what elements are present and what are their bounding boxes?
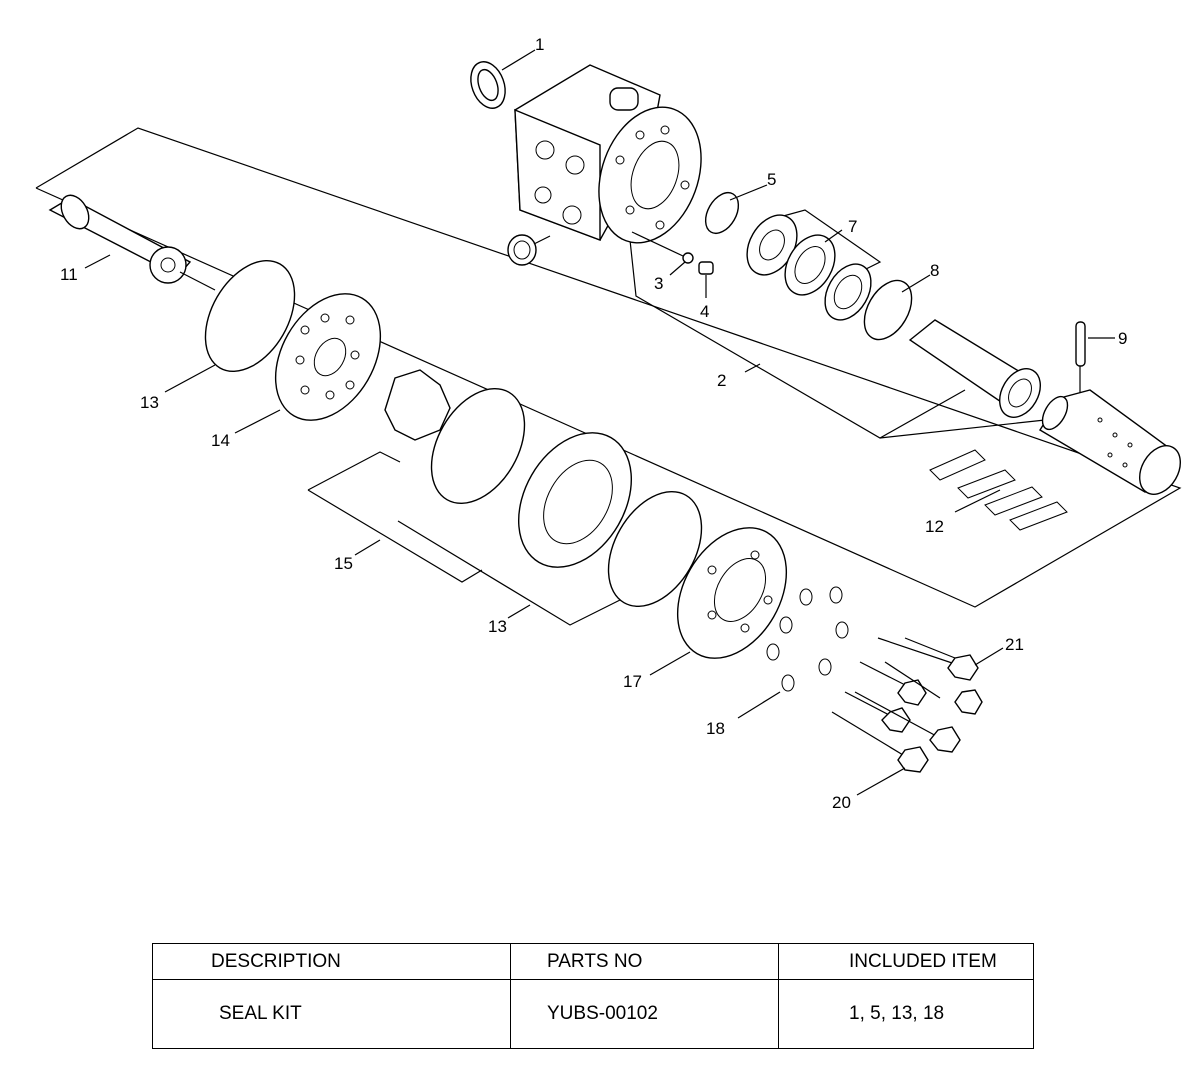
bolts [831,637,983,773]
callout-20: 20 [832,793,851,812]
callout-17: 17 [623,672,642,691]
leader-lines [84,49,1115,796]
cell-parts-no: YUBS-00102 [510,979,779,1049]
bracket-13 [397,520,621,626]
part-17-end-cover [676,527,788,659]
cell-description: SEAL KIT [152,979,511,1049]
part-9-pin [1075,321,1086,367]
callout-7: 7 [848,217,857,236]
callout-1: 1 [535,35,544,54]
cell-included-item: 1, 5, 13, 18 [778,979,1034,1049]
callout-11: 11 [60,265,78,284]
callout-15: 15 [334,554,353,573]
assembly-outline [35,127,1182,608]
part-13-o-ring-left [204,259,296,373]
callout-13-left: 13 [140,393,159,412]
part-14-plate [274,293,382,421]
part-3-ball [682,252,694,264]
exploded-parts-diagram: 1 5 3 4 7 8 9 11 2 12 13 14 15 13 17 18 … [35,35,1182,812]
part-11-drive-shaft [48,194,216,291]
header-parts-no: PARTS NO [510,943,779,980]
part-15-rotor [384,369,451,441]
callout-21: 21 [1005,635,1024,654]
bracket-2 [629,239,966,439]
plug-screw [507,234,551,266]
table-header-row: DESCRIPTION PARTS NO INCLUDED ITEM [152,943,1034,980]
spool [908,319,1041,418]
callout-12: 12 [925,517,944,536]
bracket-7 [775,209,882,273]
callout-13-bottom: 13 [488,617,507,636]
part-7-bearing [746,214,872,321]
part-4-plug [698,261,714,275]
callout-9: 9 [1118,329,1127,348]
callout-18: 18 [706,719,725,738]
callout-3: 3 [654,274,663,293]
seal-kit-table: DESCRIPTION PARTS NO INCLUDED ITEM SEAL … [152,943,1034,1049]
callout-14: 14 [211,431,230,450]
part-8-ring [863,279,913,341]
bracket-13-15 [307,451,401,491]
bracket-15 [307,489,483,583]
gerotor-ring [517,432,633,568]
table-row: SEAL KIT YUBS-00102 1, 5, 13, 18 [152,979,1034,1049]
part-1-o-ring [470,61,506,109]
part-18-washers [766,586,849,692]
callout-2: 2 [717,371,726,390]
part-12-springs [929,449,1068,531]
header-included-item: INCLUDED ITEM [778,943,1034,980]
part-5-o-ring [704,192,740,234]
valve-housing [514,64,702,244]
callout-4: 4 [700,302,709,321]
header-description: DESCRIPTION [152,943,511,980]
sleeve [1039,389,1181,495]
callout-8: 8 [930,261,939,280]
part-13-o-ring-middle [430,388,526,504]
callout-5: 5 [767,170,776,189]
